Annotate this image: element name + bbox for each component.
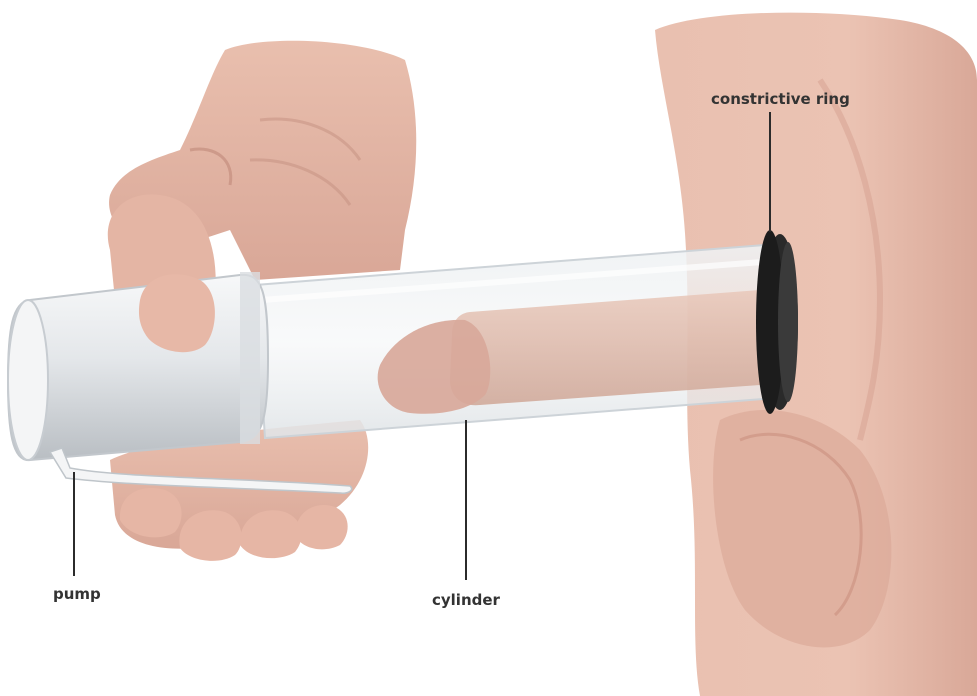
constrictive-ring-label: constrictive ring — [711, 90, 850, 108]
cylinder-label: cylinder — [432, 591, 500, 609]
constrictive-ring — [756, 230, 798, 414]
pump-label: pump — [53, 585, 101, 603]
pump-body — [8, 272, 268, 460]
